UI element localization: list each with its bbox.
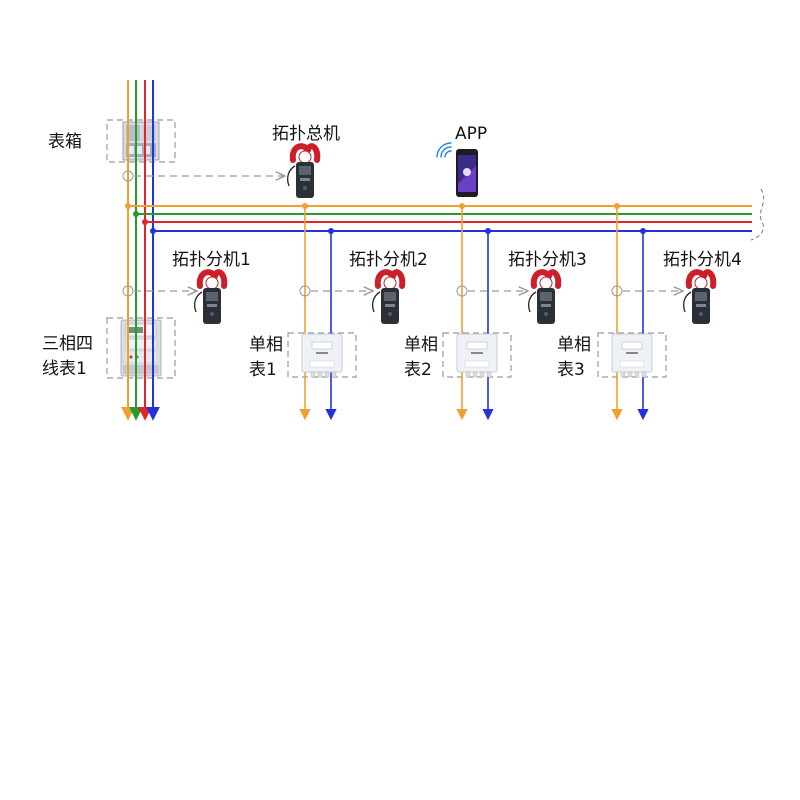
three-phase-meter-label-line1: 三相四: [42, 334, 93, 354]
single-meter-1-label-line2: 表1: [249, 360, 277, 380]
three-phase-meter-label-line2: 线表1: [42, 359, 87, 379]
master-clamp-icon: [288, 146, 318, 198]
branch-4-label: 拓扑分机4: [663, 250, 742, 270]
wireless-signal-icon: [436, 142, 452, 158]
meter-box-frame: [106, 119, 176, 163]
single-meter-2-label-line2: 表2: [404, 360, 432, 380]
single-meter-1-label-line1: 单相: [249, 335, 283, 355]
smartphone-icon: [456, 149, 478, 197]
single-meter-3-label-line1: 单相: [557, 335, 591, 355]
branch-1-clamp-icon: [195, 272, 225, 324]
branch-3-label: 拓扑分机3: [508, 250, 587, 270]
sensor-rings: [122, 170, 623, 297]
three-phase-meter-icon: [120, 319, 162, 377]
branch-2-label: 拓扑分机2: [349, 250, 428, 270]
branch-3-clamp-icon: [529, 272, 559, 324]
three-phase-meter-frame: [106, 317, 176, 379]
single-meter-1-icon: [301, 333, 343, 378]
meter-box-label: 表箱: [48, 132, 82, 152]
junction-dots: [125, 203, 646, 234]
app-label: APP: [455, 124, 487, 144]
branch-1-label: 拓扑分机1: [172, 250, 251, 270]
single-meter-2-icon: [456, 333, 498, 378]
signal-arrows: [134, 176, 682, 291]
single-meter-3-icon: [611, 333, 653, 378]
branch-2-clamp-icon: [373, 272, 403, 324]
single-meter-2-label-line1: 单相: [404, 335, 438, 355]
bus-break-mark: [750, 188, 765, 241]
single-meter-3-label-line2: 表3: [557, 360, 585, 380]
master-label: 拓扑总机: [272, 124, 340, 144]
branch-4-clamp-icon: [684, 272, 714, 324]
